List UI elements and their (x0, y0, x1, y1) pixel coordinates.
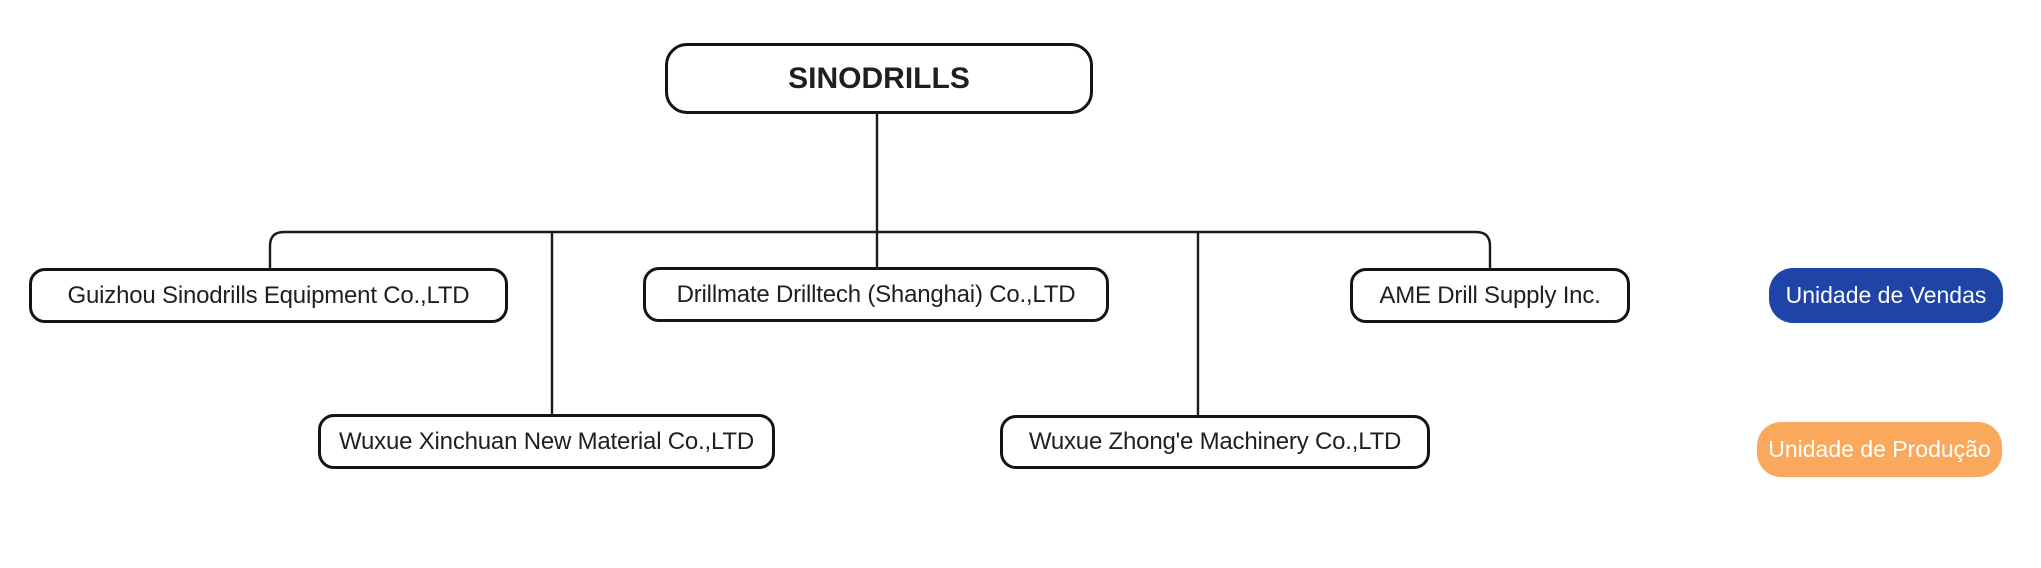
org-node-sinodrills: SINODRILLS (665, 43, 1093, 114)
legend-pill-unidade-de-vendas: Unidade de Vendas (1769, 268, 2003, 323)
org-node-drillmate-drilltech: Drillmate Drilltech (Shanghai) Co.,LTD (643, 267, 1109, 322)
connector-rail (268, 230, 1492, 268)
org-node-wuxue-xinchuan: Wuxue Xinchuan New Material Co.,LTD (318, 414, 775, 469)
org-node-ame-drill-supply: AME Drill Supply Inc. (1350, 268, 1630, 323)
org-node-wuxue-zhonge: Wuxue Zhong'e Machinery Co.,LTD (1000, 415, 1430, 469)
org-node-guizhou-sinodrills-equipment: Guizhou Sinodrills Equipment Co.,LTD (29, 268, 508, 323)
legend-pill-unidade-de-producao: Unidade de Produção (1757, 422, 2002, 477)
